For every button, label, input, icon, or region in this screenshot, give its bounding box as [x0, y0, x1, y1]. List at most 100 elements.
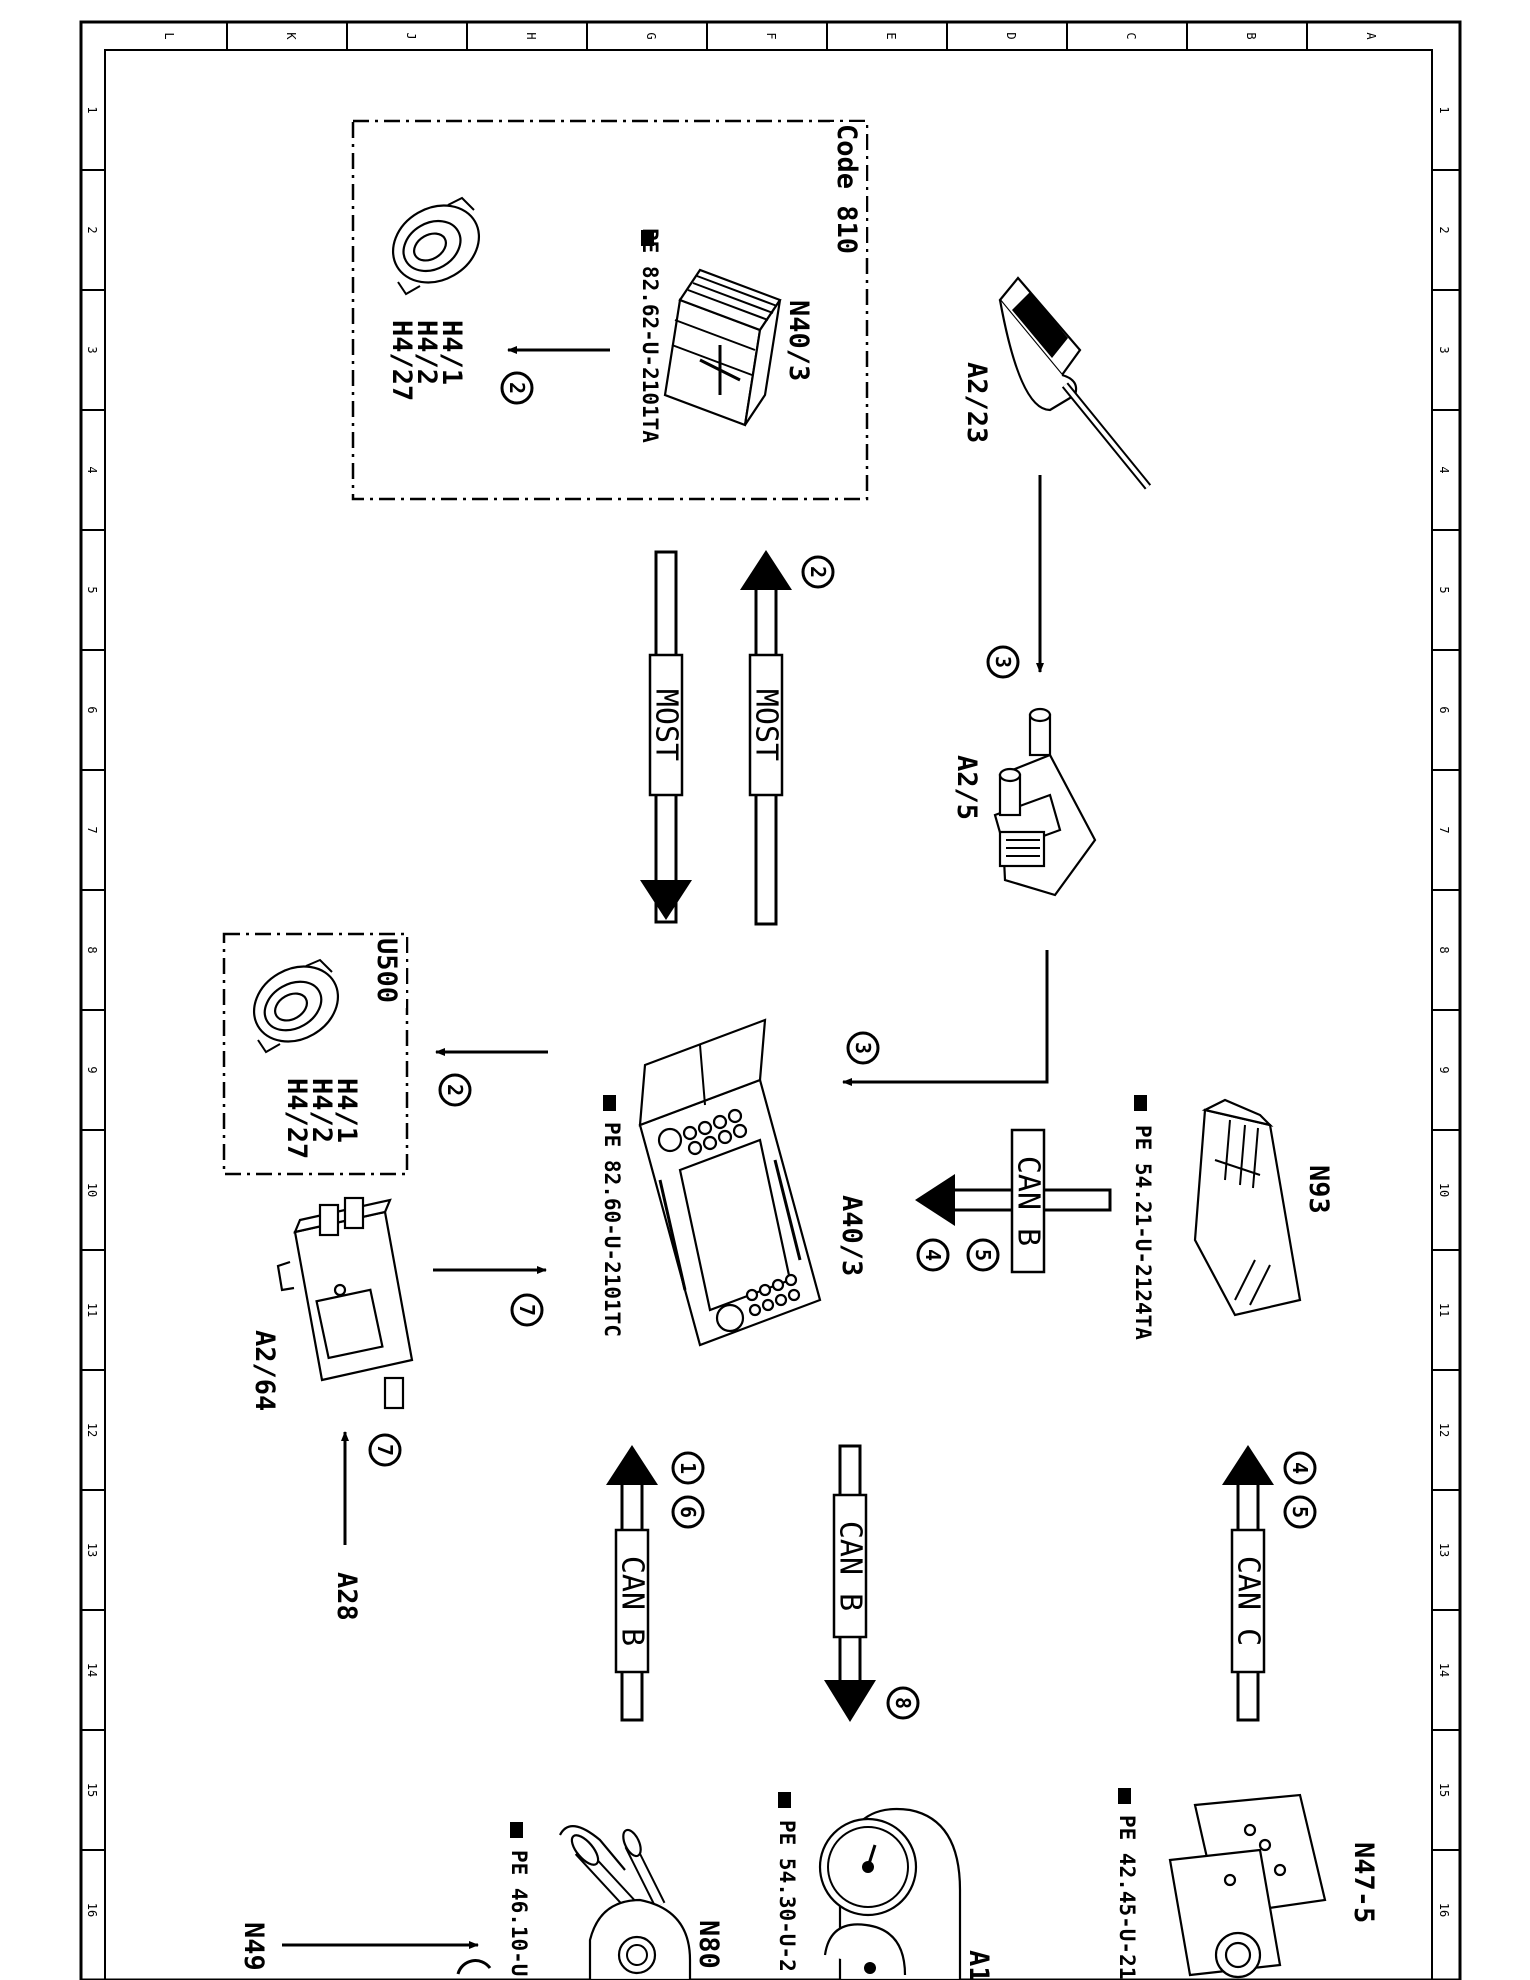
n93-module-icon — [1193, 1098, 1302, 1317]
component-label: A2/5 — [951, 755, 982, 820]
grid-row-label: 16 — [1437, 1903, 1451, 1917]
a40-3-head-unit-icon — [638, 1018, 822, 1347]
callout-circle — [846, 1031, 880, 1065]
component-label: A28 — [331, 1572, 362, 1621]
bus-label: CAN B — [615, 1556, 650, 1646]
grid-row-label: 8 — [1437, 946, 1451, 953]
reference-hand-icon — [1118, 1788, 1131, 1804]
callout-number: 2 — [443, 1084, 467, 1096]
speaker-label: H4/1 — [331, 1078, 362, 1143]
speaker-label: H4/2 — [411, 320, 442, 385]
callout-circle — [671, 1495, 705, 1529]
grid-row-label: 6 — [85, 706, 99, 713]
callout-circle — [368, 1433, 402, 1467]
component-ref: PE 82.62-U-2101TA — [638, 228, 662, 443]
component-label: N40/3 — [783, 300, 814, 381]
grid-row-label: 4 — [85, 466, 99, 473]
grid-row-label: 11 — [85, 1303, 99, 1317]
grid-row-label: 15 — [1437, 1783, 1451, 1797]
grid-row-label: 12 — [1437, 1423, 1451, 1437]
grid-col-label: J — [404, 32, 418, 39]
speaker-label: H4/27 — [386, 320, 417, 401]
callout-circle — [1283, 1495, 1317, 1529]
grid-row-label: 8 — [85, 946, 99, 953]
reference-hand-icon — [510, 1822, 523, 1838]
can-c-bus: CAN C — [1222, 1445, 1274, 1722]
grid-row-label: 1 — [85, 106, 99, 113]
speaker-label: H4/1 — [436, 320, 467, 385]
component-label: N80 — [693, 1920, 724, 1969]
bus-label: CAN B — [833, 1521, 868, 1611]
callout-circle-partial — [456, 1959, 492, 1975]
callout-circle — [1283, 1451, 1317, 1485]
grid-row-label: 2 — [1437, 226, 1451, 233]
callout-circle — [438, 1073, 472, 1107]
n47-5-esp-unit-icon — [1168, 1793, 1327, 1979]
grid-row-label: 11 — [1437, 1303, 1451, 1317]
most-bus-return: MOST — [640, 550, 692, 924]
speaker-label: H4/27 — [281, 1078, 312, 1159]
callout-circle — [510, 1293, 544, 1327]
grid-row-label: 4 — [1437, 466, 1451, 473]
callout-number: 3 — [991, 656, 1015, 668]
grid-col-label: F — [764, 32, 778, 39]
can-b-bus-n93: CAN B — [915, 1128, 1112, 1274]
grid-row-label: 7 — [85, 826, 99, 833]
grid-col-label: L — [162, 32, 176, 39]
grid-row-label: 7 — [1437, 826, 1451, 833]
bus-label: CAN C — [1231, 1556, 1266, 1646]
can-b-bus-mid: CAN B — [824, 1444, 876, 1722]
grid-row-label: 10 — [85, 1183, 99, 1197]
callout-number: 6 — [676, 1506, 700, 1518]
component-label: A1 — [963, 1950, 994, 1980]
grid-row-label: 10 — [1437, 1183, 1451, 1197]
component-label: N93 — [1303, 1165, 1334, 1214]
grid-row-label: 5 — [85, 586, 99, 593]
callout-number: 8 — [891, 1697, 915, 1709]
callout-number: 2 — [505, 382, 529, 394]
grid-row-label: 9 — [85, 1066, 99, 1073]
callout-circle — [500, 371, 534, 405]
grid-col-label: B — [1244, 32, 1258, 39]
grid-col-label: C — [1124, 32, 1138, 39]
n40-3-amplifier-icon — [663, 268, 782, 427]
component-ref: PE 46.10-U-2 — [507, 1850, 531, 1980]
bus-label: CAN B — [1011, 1156, 1046, 1246]
component-ref: PE 82.60-U-2101TC — [600, 1122, 624, 1337]
callout-number: 2 — [806, 566, 830, 578]
option-box-code-810: Code 810 — [351, 119, 869, 501]
component-label: A2/64 — [249, 1330, 280, 1411]
component-ref: PE 54.30-U-2 — [775, 1820, 799, 1972]
reference-hand-icon — [1134, 1095, 1147, 1111]
callout-circle — [966, 1238, 1000, 1272]
option-box-title: Code 810 — [831, 124, 862, 254]
component-label: N49 — [238, 1922, 269, 1971]
grid-row-label: 13 — [1437, 1543, 1451, 1557]
component-ref: PE 54.21-U-2124TA — [1131, 1125, 1155, 1340]
bus-label: MOST — [749, 689, 784, 761]
callout-circle — [986, 645, 1020, 679]
callout-circle — [801, 555, 835, 589]
option-box-title: U500 — [371, 938, 402, 1003]
reference-hand-icon — [603, 1095, 616, 1111]
a1-instrument-cluster-icon — [818, 1807, 962, 1980]
speaker-icon — [252, 958, 340, 1054]
grid-row-label: 6 — [1437, 706, 1451, 713]
grid-row-label: 14 — [1437, 1663, 1451, 1677]
grid-row-label: 3 — [1437, 346, 1451, 353]
grid-col-label: A — [1364, 32, 1378, 40]
a2-5-tuner-icon — [993, 707, 1097, 897]
grid-col-label: D — [1004, 32, 1018, 39]
speaker-label: H4/2 — [306, 1078, 337, 1143]
callout-number: 4 — [1288, 1462, 1312, 1474]
callout-number: 3 — [851, 1042, 875, 1054]
callout-number: 7 — [515, 1304, 539, 1316]
grid-row-label: 16 — [85, 1903, 99, 1917]
grid-row-label: 15 — [85, 1783, 99, 1797]
component-label: A40/3 — [836, 1195, 867, 1276]
grid-column-labels: L K J H G F E D C B A — [162, 32, 1378, 40]
sheet-frame — [79, 20, 1462, 1980]
callout-number: 5 — [1288, 1506, 1312, 1518]
signal-line — [842, 950, 1049, 1086]
